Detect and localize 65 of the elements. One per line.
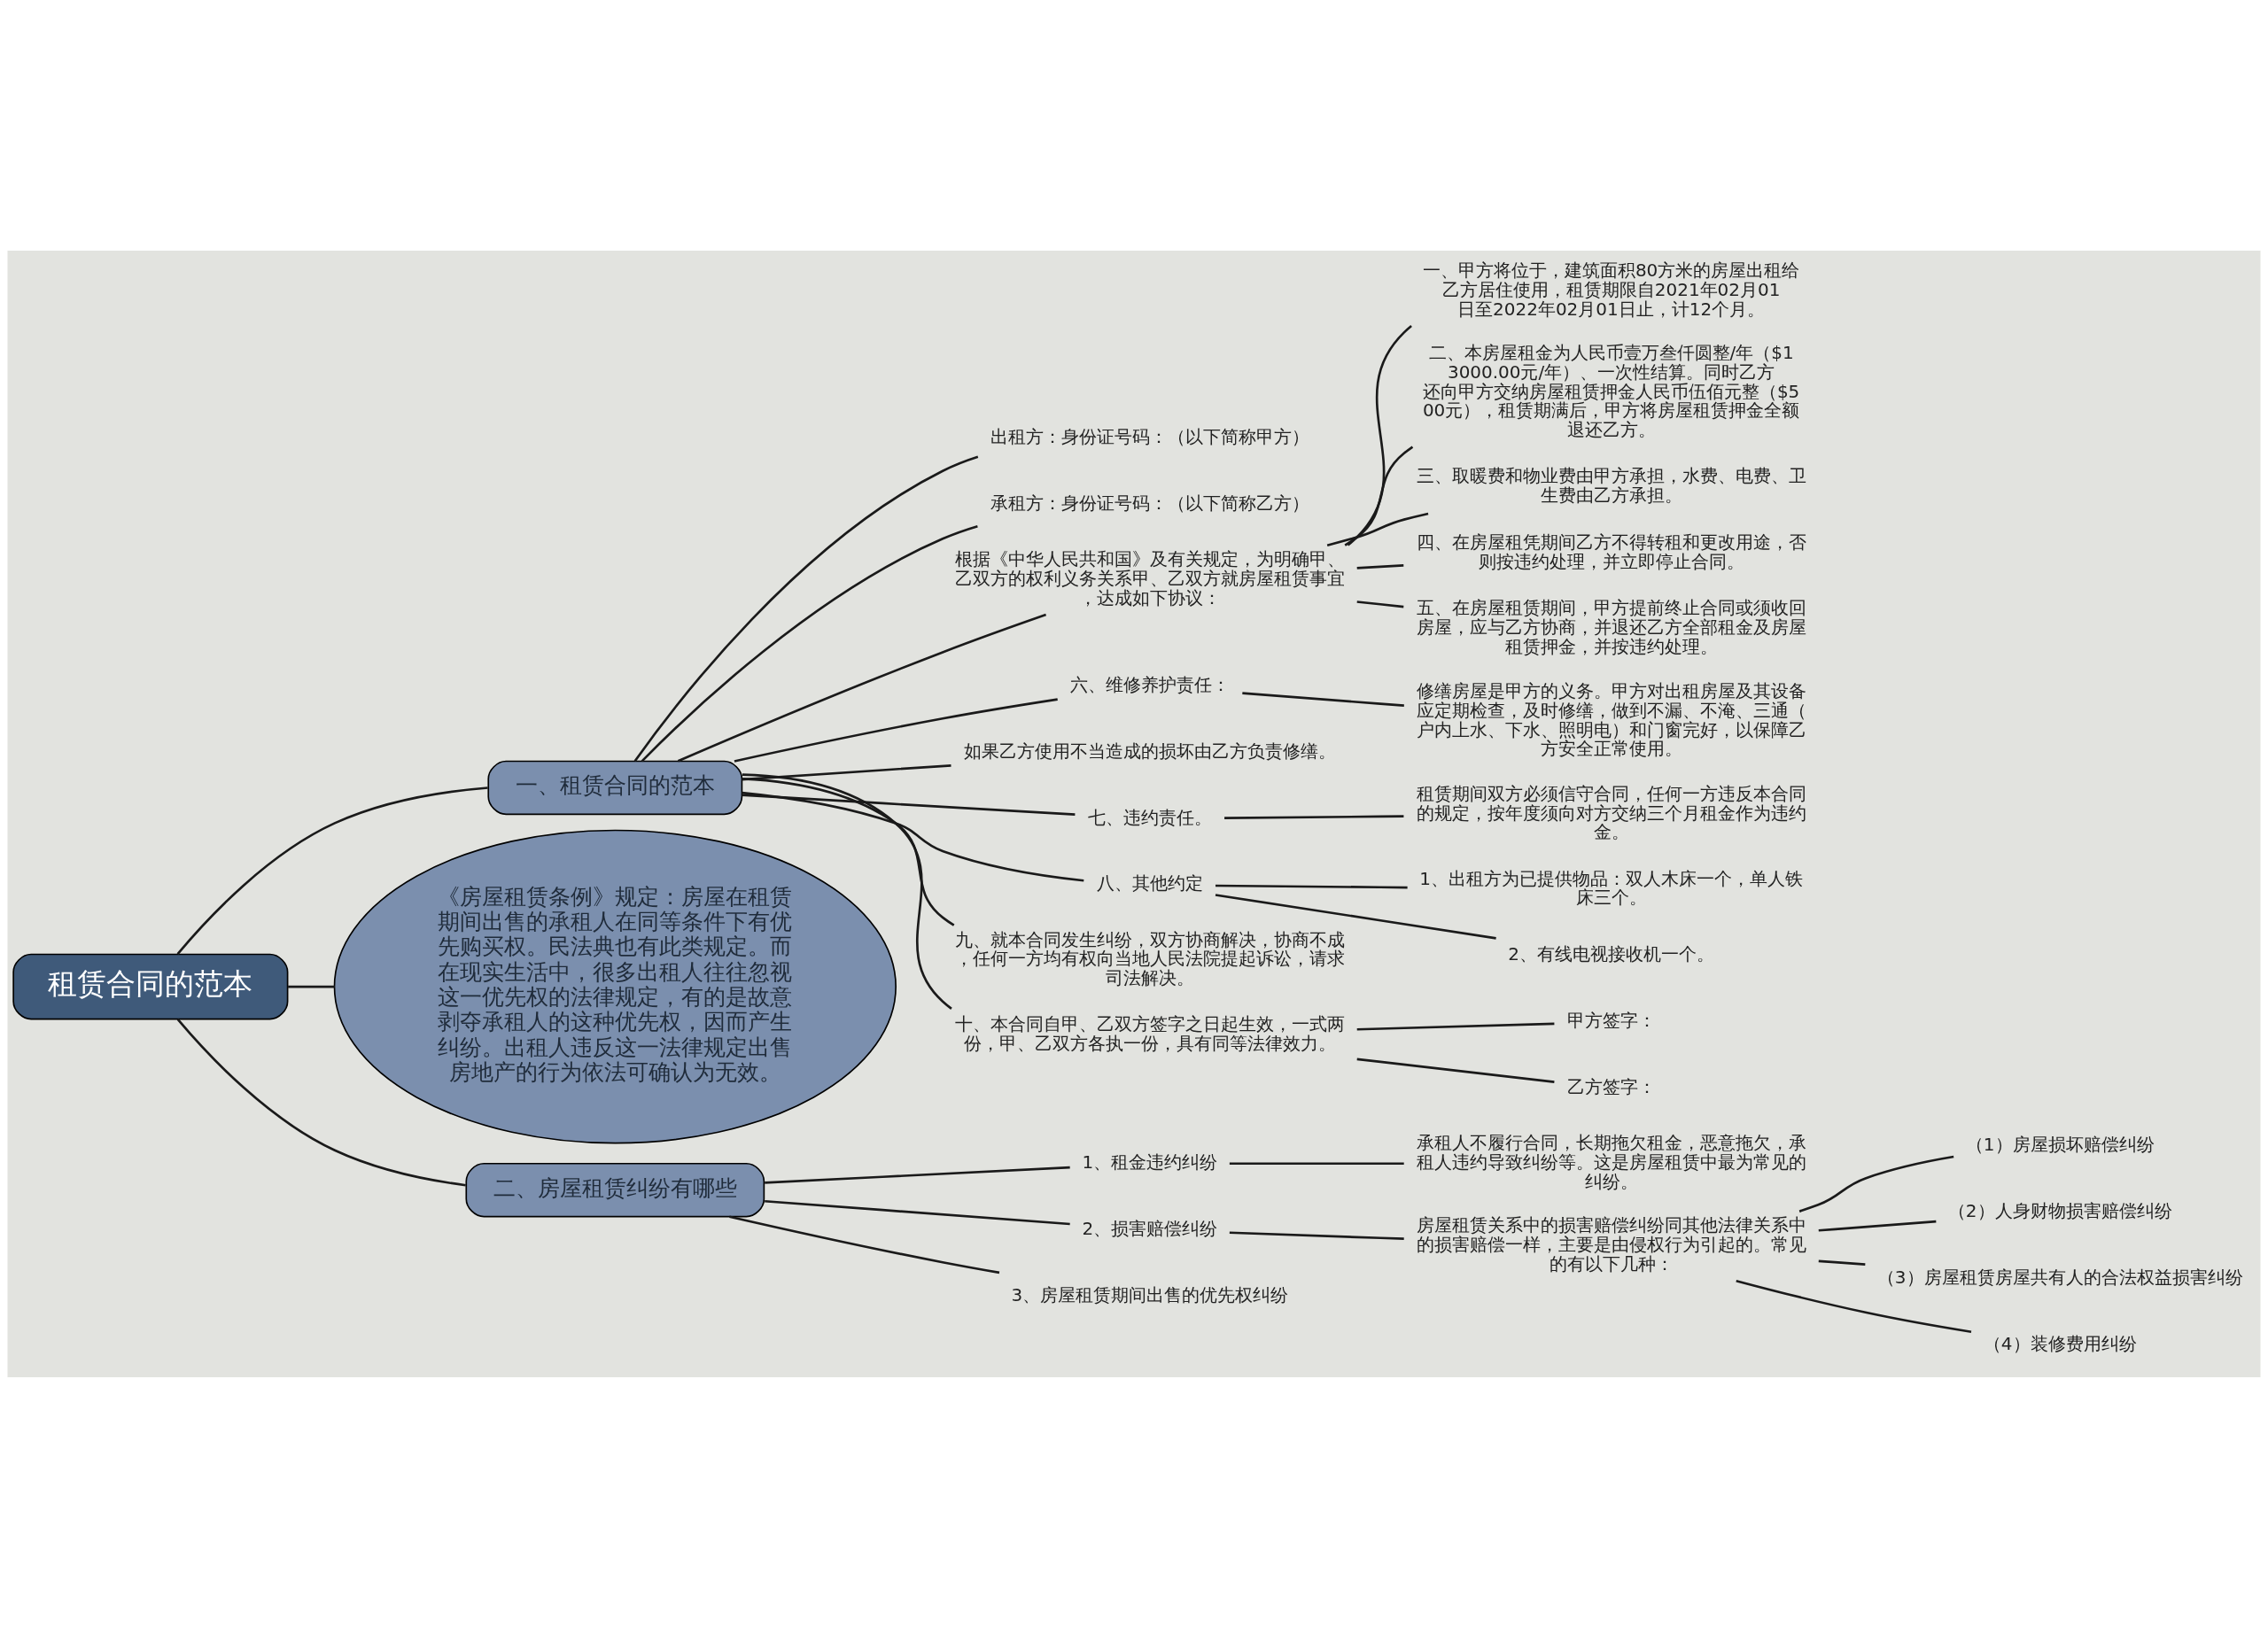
node-text: （2）人身财物损害赔偿纠纷 — [1947, 1199, 2172, 1221]
connector — [729, 1214, 1000, 1274]
connector — [1344, 445, 1414, 546]
connector — [288, 985, 335, 988]
node-text: 乙方签字： — [1566, 1075, 1656, 1097]
connector — [1356, 1058, 1555, 1083]
connector — [1347, 324, 1412, 546]
connector — [742, 793, 1076, 816]
connector — [1224, 814, 1404, 819]
connector — [1356, 1022, 1555, 1031]
connector — [677, 613, 1047, 762]
connector — [765, 1199, 1070, 1225]
node-text: 1、租金违约纠纷 — [1082, 1151, 1218, 1173]
node-box: 一、租赁合同的范本 — [487, 760, 743, 815]
connector — [742, 772, 952, 1010]
connector — [765, 1166, 1070, 1184]
node-text: 修缮房屋是甲方的义务。甲方对出租房屋及其设备应定期检查，及时修缮，做到不漏、不淹、三通（户内上水、下水、照明电）和门窗完好，以保障乙方安全正常使用。 — [1416, 679, 1806, 759]
node-text: 六、维修养护责任： — [1069, 673, 1230, 695]
connector — [633, 455, 979, 762]
connector — [1229, 1230, 1404, 1240]
connector — [1215, 884, 1408, 888]
connector — [742, 777, 955, 926]
node-text: 一、甲方将位于，建筑面积80方米的房屋出租给乙方居住使用，租赁期限自2021年02月01日至2022年02月01日止，计12个月。 — [1422, 259, 1800, 320]
connector — [1242, 691, 1404, 707]
node-text: 3、房屋租赁期间出售的优先权纠纷 — [1011, 1283, 1289, 1305]
connector — [1818, 1259, 1866, 1266]
node-text: （3）房屋租赁房屋共有人的合法权益损害纠纷 — [1876, 1266, 2243, 1288]
connector — [1326, 512, 1429, 546]
node-ellipse: 《房屋租赁条例》规定：房屋在租赁期间出售的承租人在同等条件下有优先购买权。民法典也有此类规定。而在现实生活中，很多出租人往往忽视这一优先权的法律规定，有的是故意剥夺承租人的这种优先权，因而产生纠纷。出租人违反这一法律规定出售房地产的行为依法可确认为无效。 — [333, 829, 897, 1143]
node-text: （1）房屋损坏赔偿纠纷 — [1965, 1133, 2155, 1155]
node-text: 1、出租方为已提供物品：双人木床一个，单人铁床三个。 — [1419, 867, 1803, 908]
node-text: 十、本合同自甲、乙双方签字之日起生效，一式两份，甲、乙双方各执一份，具有同等法律效力。 — [954, 1012, 1345, 1054]
connector — [1356, 563, 1404, 569]
connector — [1215, 893, 1496, 940]
node-text: 承租方：身份证号码：（以下简称乙方） — [990, 492, 1309, 514]
node-text: 五、在房屋租赁期间，甲方提前终止合同或须收回房屋，应与乙方协商，并退还乙方全部租金及房屋租赁押金，并按违约处理。 — [1416, 596, 1806, 657]
connector — [1798, 1155, 1954, 1213]
node-text: 二、本房屋租金为人民币壹万叁仟圆整/年（$13000.00元/年）、一次性结算。同时乙方还向甲方交纳房屋租赁押金人民币伍佰元整（$500元），租赁期满后，甲方将房屋租赁押金全额退还乙方。 — [1422, 341, 1800, 440]
node-text: 租赁期间双方必须信守合同，任何一方违反本合同的规定，按年度须向对方交纳三个月租金作为违约金。 — [1416, 782, 1806, 842]
connector — [641, 524, 978, 762]
node-text: 出租方：身份证号码：（以下简称甲方） — [990, 425, 1309, 447]
connector — [742, 763, 951, 780]
connector — [1818, 1220, 1937, 1232]
node-text: 三、取暖费和物业费由甲方承担，水费、电费、卫生费由乙方承担。 — [1416, 464, 1806, 506]
connector — [176, 1018, 466, 1186]
node-text: 七、违约责任。 — [1087, 806, 1212, 828]
node-text: 如果乙方使用不当造成的损坏由乙方负责修缮。 — [963, 740, 1336, 762]
node-box: 租赁合同的范本 — [12, 953, 289, 1019]
connector — [742, 791, 1084, 882]
connector — [1229, 1161, 1404, 1165]
connector — [1736, 1279, 1972, 1333]
node-text: 根据《中华人民共和国》及有关规定，为明确甲、乙双方的权利义务关系甲、乙双方就房屋租赁事宜，达成如下协议： — [954, 547, 1345, 608]
node-text: 九、就本合同发生纠纷，双方协商解决，协商不成，任何一方均有权向当地人民法院提起诉讼，请求司法解决。 — [954, 928, 1345, 988]
connector — [734, 697, 1058, 763]
connector — [1356, 600, 1404, 608]
node-text: 甲方签字： — [1566, 1009, 1656, 1031]
connector — [176, 786, 488, 955]
node-text: 2、损害赔偿纠纷 — [1082, 1217, 1218, 1239]
node-box: 二、房屋租赁纠纷有哪些 — [465, 1162, 765, 1217]
node-text: 承租人不履行合同，长期拖欠租金，恶意拖欠，承租人违约导致纠纷等。这是房屋租赁中最为常见的纠纷。 — [1416, 1131, 1806, 1192]
node-text: 2、有线电视接收机一个。 — [1508, 942, 1714, 965]
node-text: （4）装修费用纠纷 — [1983, 1332, 2137, 1354]
node-text: 房屋租赁关系中的损害赔偿纠纷同其他法律关系中的损害赔偿一样，主要是由侵权行为引起的。常见的有以下几种： — [1416, 1213, 1806, 1274]
node-text: 四、在房屋租凭期间乙方不得转租和更改用途，否则按违约处理，并立即停止合同。 — [1416, 531, 1806, 572]
node-text: 八、其他约定 — [1096, 872, 1203, 894]
